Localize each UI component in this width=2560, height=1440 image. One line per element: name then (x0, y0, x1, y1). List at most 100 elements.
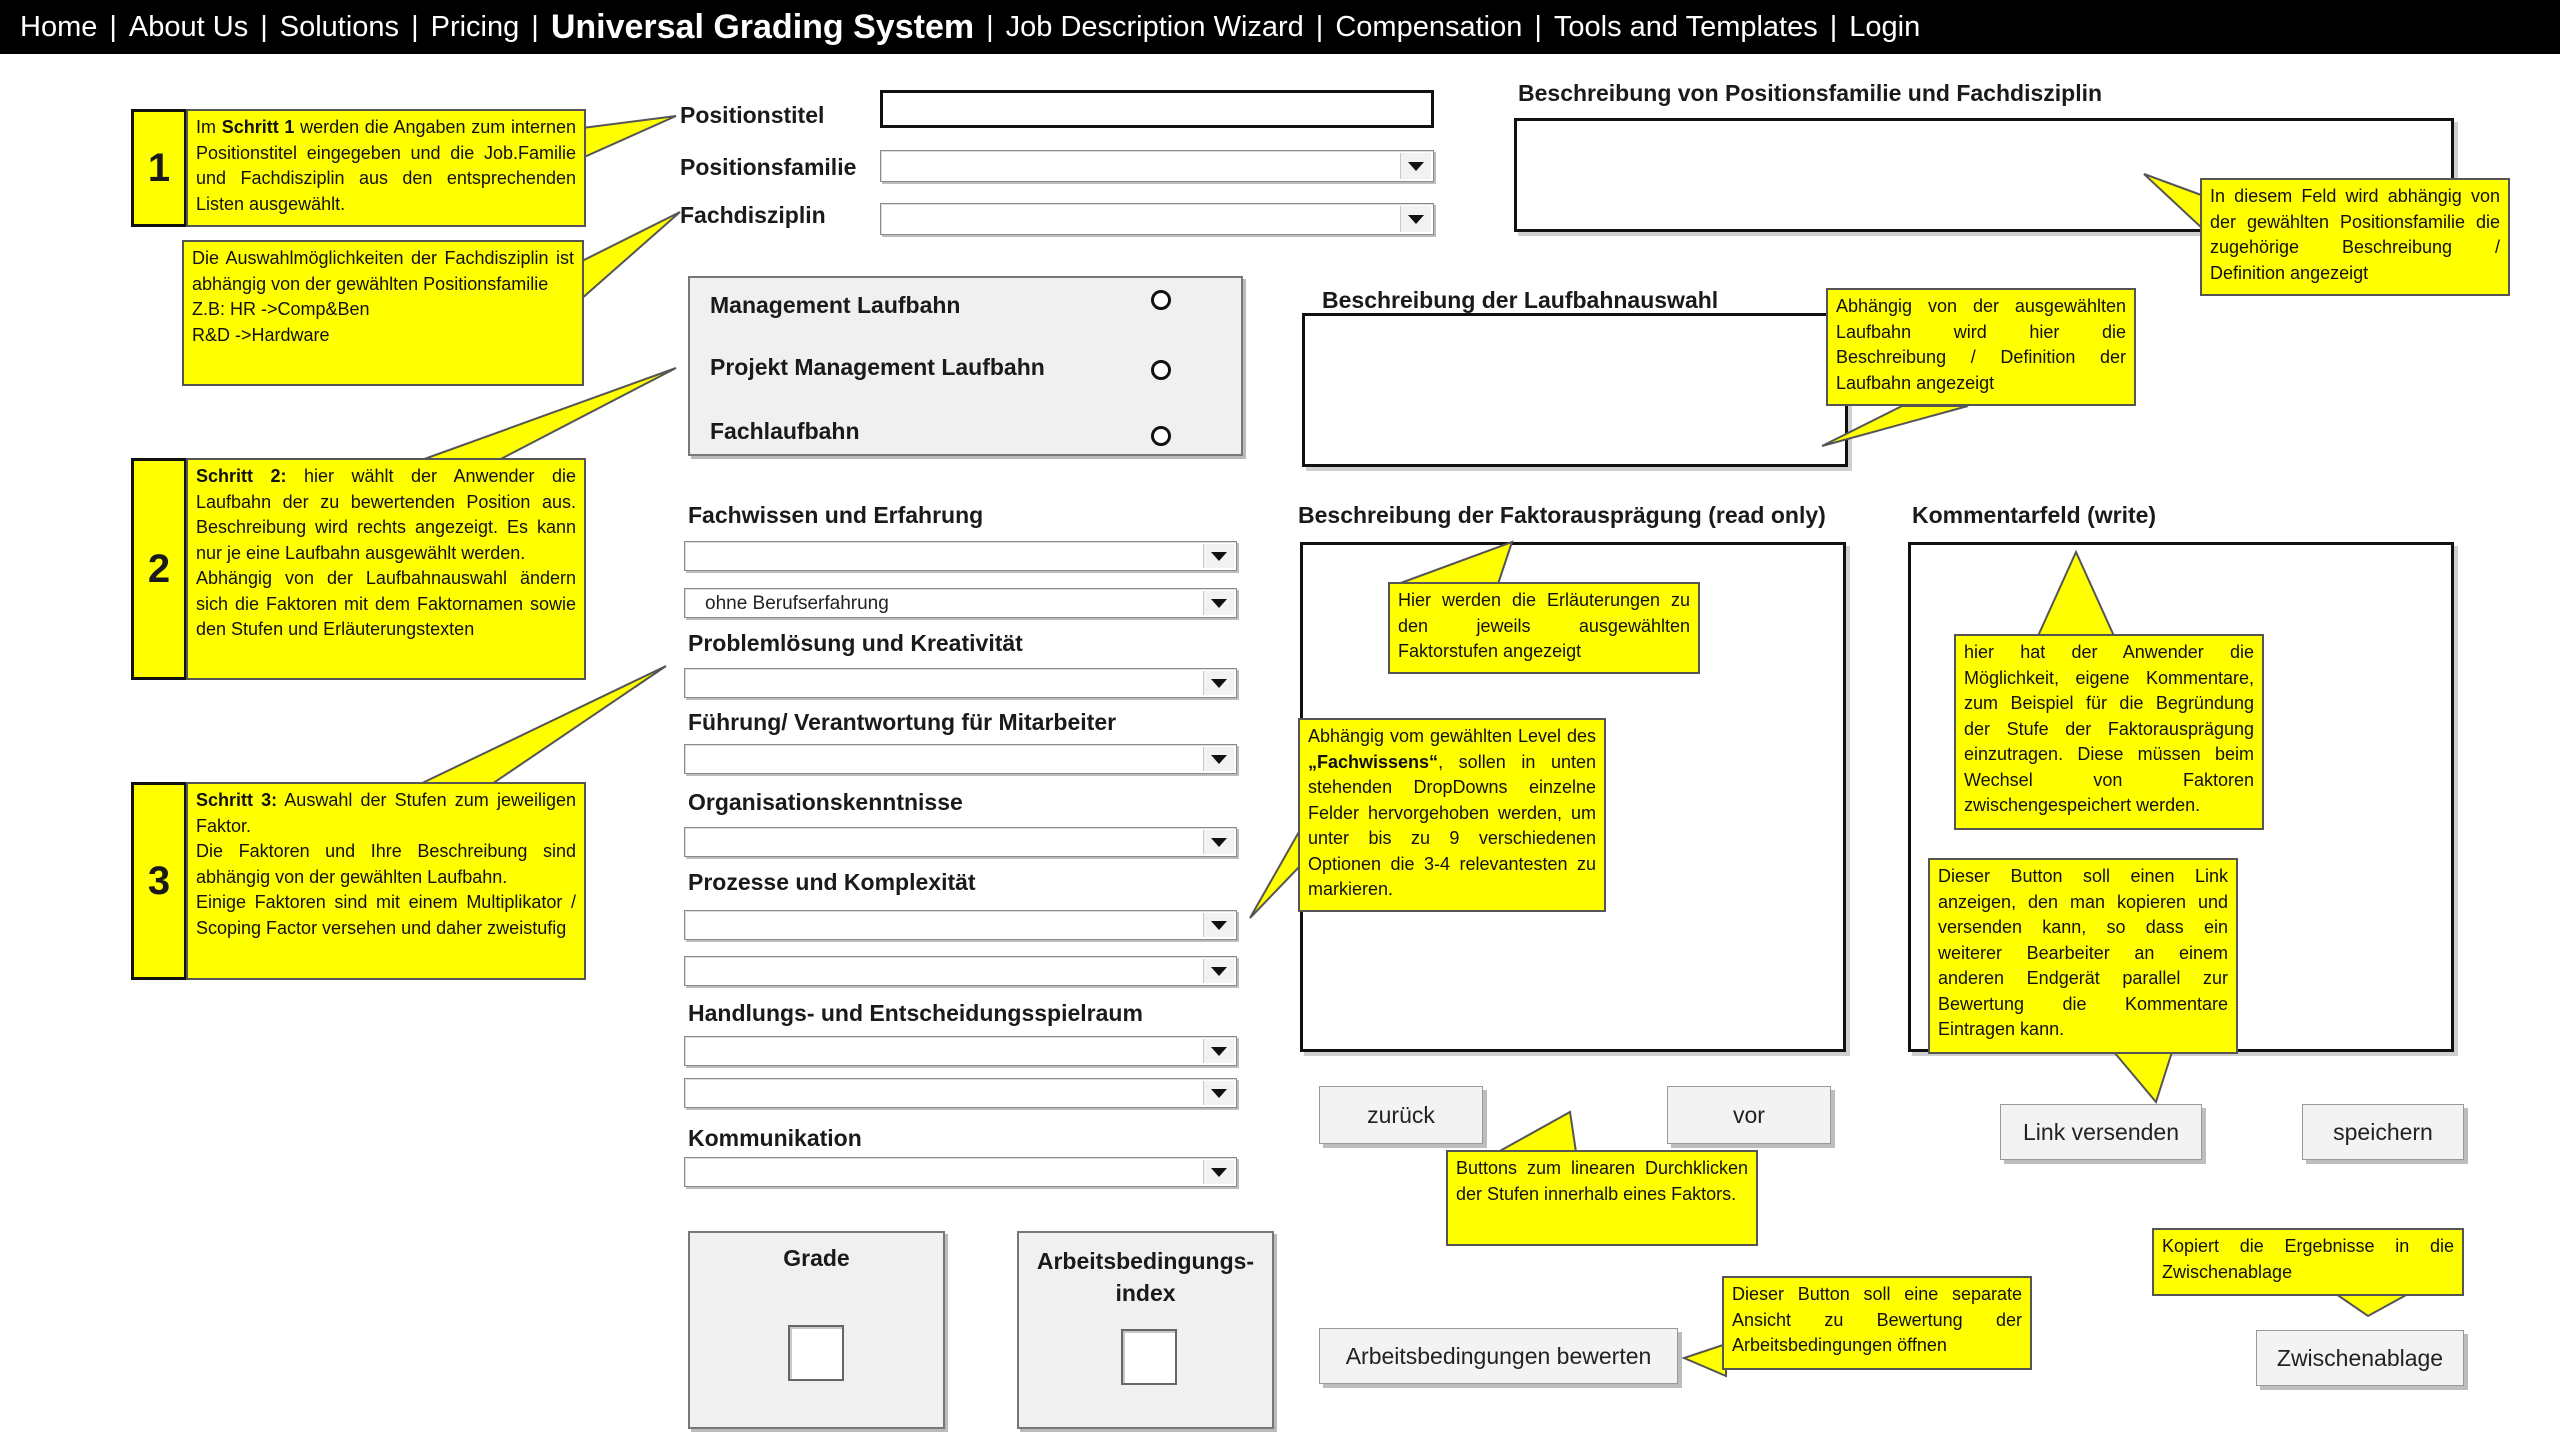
positionsfamilie-dropdown[interactable] (880, 150, 1434, 182)
callout-working-conditions: Dieser Button soll eine separate Ansicht… (1722, 1276, 2032, 1370)
nav-solutions-link[interactable]: Solutions (279, 10, 400, 43)
callout-bold-text: Schritt 1 (221, 117, 295, 137)
factor-fuehrung-label: Führung/ Verantwortung für Mitarbeiter (688, 709, 1117, 735)
kommunikation-dropdown[interactable] (684, 1157, 1237, 1187)
callout-tail-buttons-desc (1494, 1110, 1578, 1153)
career-option-project-management[interactable]: Projekt Management Laufbahn (710, 354, 1045, 380)
radio-management[interactable] (1151, 290, 1171, 310)
prozesse-dropdown-2[interactable] (684, 956, 1237, 986)
callout-text: Auswahl der Stufen zum jeweiligen Faktor… (196, 790, 576, 836)
comment-heading: Kommentarfeld (write) (1912, 502, 2157, 528)
nav-pricing-link[interactable]: Pricing (430, 10, 520, 43)
chevron-down-icon[interactable] (1203, 959, 1234, 983)
nav-about-link[interactable]: About Us (128, 10, 249, 43)
callout-fach-options: Die Auswahlmöglichkeiten der Fachdiszipl… (182, 240, 584, 386)
chevron-down-icon[interactable] (1203, 830, 1234, 854)
career-description-heading: Beschreibung der Laufbahnauswahl (1322, 287, 1719, 313)
callout-text: Abhängig von der Laufbahnauswahl ändern … (196, 568, 576, 639)
organisation-dropdown[interactable] (684, 827, 1237, 857)
nav-tools-link[interactable]: Tools and Templates (1553, 10, 1818, 43)
chevron-down-icon[interactable] (1203, 544, 1234, 568)
fachwissen-dropdown-2[interactable]: ohne Berufserfahrung (684, 588, 1237, 618)
callout-bold-text: Schritt 3: (196, 790, 278, 810)
career-description-box (1302, 313, 1848, 467)
nav-compensation-link[interactable]: Compensation (1335, 10, 1523, 43)
positionsfamilie-label: Positionsfamilie (680, 154, 857, 180)
callout-clipboard: Kopiert die Ergebnisse in die Zwischenab… (2152, 1228, 2464, 1296)
callout-text: Abhängig vom gewählten Level des (1308, 726, 1596, 746)
callout-fachwissen-highlight: Abhängig vom gewählten Level des „Fachwi… (1298, 718, 1606, 912)
callout-tail-clipboard-desc (2332, 1293, 2409, 1318)
callout-text: Die Faktoren und Ihre Beschreibung sind … (196, 841, 576, 887)
radio-fachlaufbahn[interactable] (1151, 426, 1171, 446)
callout-comment-description: hier hat der Anwender die Möglichkeit, e… (1954, 634, 2264, 830)
arbeitsbedingungsindex-label-line-2: index (1115, 1280, 1176, 1306)
save-button[interactable]: speichern (2302, 1104, 2464, 1160)
callout-text: Die Auswahlmöglichkeiten der Fachdiszipl… (192, 248, 574, 294)
chevron-down-icon[interactable] (1400, 206, 1431, 232)
chevron-down-icon[interactable] (1203, 1081, 1234, 1105)
nav-separator: | (1829, 10, 1838, 43)
callout-factor-explanation: Hier werden die Erläuterungen zu den jew… (1388, 582, 1700, 674)
career-option-management[interactable]: Management Laufbahn (710, 292, 961, 318)
chevron-down-icon[interactable] (1203, 913, 1234, 937)
positionstitel-label: Positionstitel (680, 102, 825, 128)
callout-text: Z.B: HR ->Comp&Ben (192, 299, 370, 319)
callout-tail-fach-options (579, 211, 681, 303)
nav-brand-link[interactable]: Universal Grading System (550, 7, 975, 46)
positionstitel-input[interactable] (880, 90, 1434, 128)
grade-label: Grade (783, 1245, 850, 1271)
callout-tail-conditions-desc (1681, 1342, 1727, 1378)
nav-separator: | (109, 10, 117, 43)
callout-bold-text: Schritt 2: (196, 466, 287, 486)
family-description-heading: Beschreibung von Positionsfamilie und Fa… (1518, 80, 2103, 106)
factor-prozesse-label: Prozesse und Komplexität (688, 869, 976, 895)
prozesse-dropdown-1[interactable] (684, 910, 1237, 940)
fachdisziplin-dropdown[interactable] (880, 203, 1434, 235)
nav-login-link[interactable]: Login (1849, 10, 1921, 43)
career-selection-panel: Management Laufbahn Projekt Management L… (688, 276, 1243, 456)
next-button[interactable]: vor (1667, 1086, 1831, 1144)
callout-text: werden die Angaben zum internen Position… (196, 117, 576, 214)
send-link-button[interactable]: Link versenden (2000, 1104, 2202, 1160)
arbeitsbedingungsindex-label: Arbeitsbedingungs- index (1019, 1245, 1272, 1309)
chevron-down-icon[interactable] (1400, 153, 1431, 179)
callout-step-1: Im Schritt 1 werden die Angaben zum inte… (186, 109, 586, 227)
callout-step-3: Schritt 3: Auswahl der Stufen zum jeweil… (186, 782, 586, 980)
chevron-down-icon[interactable] (1203, 1039, 1234, 1063)
factor-kommunikation-label: Kommunikation (688, 1125, 862, 1151)
fachwissen-dropdown-1[interactable] (684, 541, 1237, 571)
callout-text: , sollen in unten stehenden DropDowns ei… (1308, 751, 1596, 900)
step-1-badge: 1 (131, 109, 187, 227)
clipboard-button[interactable]: Zwischenablage (2256, 1330, 2464, 1386)
nav-home-link[interactable]: Home (20, 10, 98, 43)
factor-handlung-label: Handlungs- und Entscheidungsspielraum (688, 1000, 1143, 1026)
step-2-badge: 2 (131, 458, 187, 680)
nav-jd-wizard-link[interactable]: Job Description Wizard (1005, 10, 1304, 43)
chevron-down-icon[interactable] (1203, 747, 1234, 771)
factor-description-heading: Beschreibung der Faktorausprägung (read … (1298, 502, 1826, 528)
grade-value-field (788, 1325, 844, 1381)
chevron-down-icon[interactable] (1203, 1160, 1234, 1184)
chevron-down-icon[interactable] (1203, 591, 1234, 615)
factor-fachwissen-label: Fachwissen und Erfahrung (688, 502, 984, 528)
callout-career-description: Abhängig von der ausgewählten Laufbahn w… (1826, 288, 2136, 406)
chevron-down-icon[interactable] (1203, 671, 1234, 695)
callout-text: Einige Faktoren sind mit einem Multiplik… (196, 892, 576, 938)
factor-organisation-label: Organisationskenntnisse (688, 789, 963, 815)
callout-tail-link-desc (2111, 1051, 2174, 1105)
evaluate-working-conditions-button[interactable]: Arbeitsbedingungen bewerten (1319, 1328, 1678, 1384)
back-button[interactable]: zurück (1319, 1086, 1483, 1144)
callout-text: R&D ->Hardware (192, 324, 330, 345)
problemloesung-dropdown[interactable] (684, 668, 1237, 698)
handlung-dropdown-2[interactable] (684, 1078, 1237, 1108)
nav-separator: | (1534, 10, 1542, 43)
radio-project-management[interactable] (1151, 360, 1171, 380)
fuehrung-dropdown[interactable] (684, 744, 1237, 774)
arbeitsbedingungsindex-panel: Arbeitsbedingungs- index (1017, 1231, 1274, 1429)
callout-tail-fachwissen (1249, 826, 1301, 919)
handlung-dropdown-1[interactable] (684, 1036, 1237, 1066)
callout-link-description: Dieser Button soll einen Link anzeigen, … (1928, 858, 2238, 1054)
callout-text: Im (196, 117, 222, 137)
career-option-fachlaufbahn[interactable]: Fachlaufbahn (710, 418, 860, 444)
